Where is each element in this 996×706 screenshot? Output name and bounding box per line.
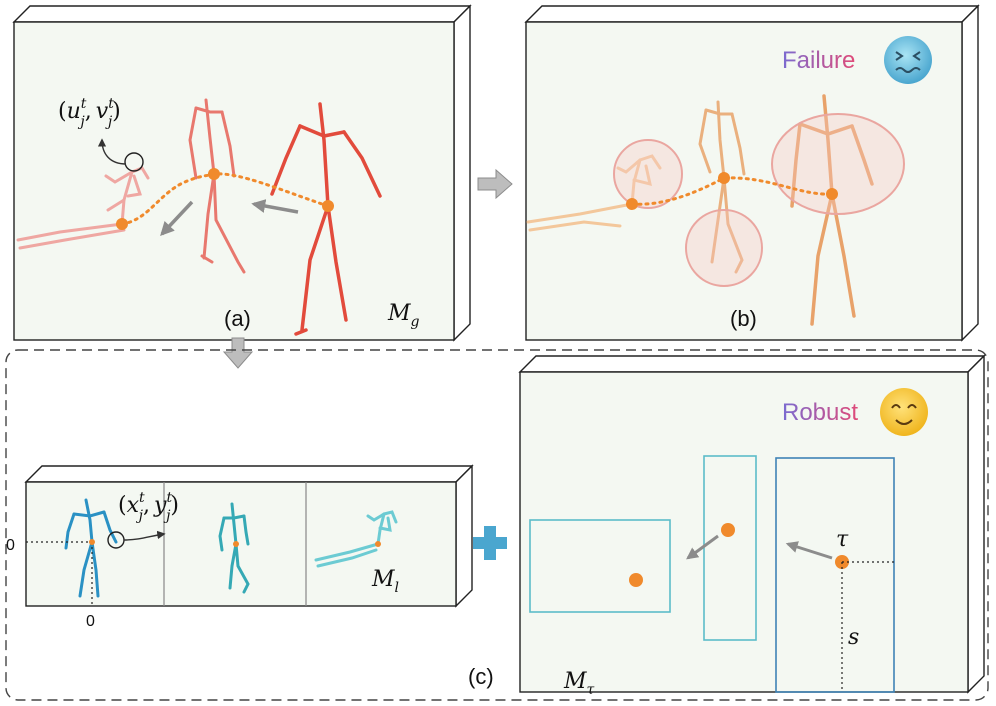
failure-circle-3	[771, 113, 905, 215]
motion-arrow-2	[160, 200, 194, 237]
far-skeleton	[16, 166, 150, 250]
root-dot-b3	[826, 188, 838, 200]
arrow-a-to-c	[222, 337, 254, 369]
sad-face-icon	[884, 36, 932, 84]
root-trajectory-a	[120, 172, 330, 226]
root-dot-b2	[718, 172, 730, 184]
mid-skeleton-fail	[698, 100, 746, 274]
plus-icon	[473, 526, 507, 560]
box-near	[775, 457, 895, 693]
box-far	[529, 519, 671, 613]
root-dot-far	[116, 218, 128, 230]
map-g-label: Mg	[387, 301, 420, 330]
root-dot-b1	[626, 198, 638, 210]
motion-arrow-1	[251, 199, 299, 214]
map-tau-label: Mτ	[563, 669, 595, 698]
happy-face-icon	[880, 388, 928, 436]
failure-circle-1	[613, 139, 683, 209]
mid-skeleton	[188, 98, 246, 274]
origin-left-label: 0	[6, 537, 15, 554]
box-far-dot	[629, 573, 643, 587]
root-dot-near	[322, 200, 334, 212]
box-mid-dot	[721, 523, 735, 537]
failure-label: Failure	[782, 47, 855, 74]
panel-c-frame	[5, 349, 989, 701]
near-skeleton	[270, 102, 382, 336]
s-label: s	[848, 625, 859, 650]
joint-highlight	[124, 152, 144, 172]
origin-bottom-label: 0	[86, 613, 95, 630]
transform-arrow-2	[686, 534, 719, 560]
map-l-label: Ml	[371, 567, 399, 596]
trajectory-map-panel: τ s Mτ Robust	[518, 354, 986, 698]
transform-arrow-1	[785, 541, 833, 560]
failure-circle-2	[685, 209, 763, 287]
panel-b: Failure (b)	[524, 4, 980, 342]
joint-callout-arrow	[97, 138, 127, 165]
root-dot-mid	[208, 168, 220, 180]
robust-label: Robust	[782, 399, 858, 426]
local-skeleton-1	[64, 498, 118, 598]
panel-c-label: (c)	[468, 664, 494, 689]
arrow-a-to-b	[477, 168, 513, 200]
panel-a-label: (a)	[224, 306, 251, 331]
panel-b-label: (b)	[730, 306, 757, 331]
tau-label: τ	[836, 527, 849, 552]
far-skeleton-fail	[526, 154, 662, 232]
joint-callout-arrow-local	[123, 530, 166, 541]
local-skeleton-3	[314, 510, 398, 568]
local-skeleton-2	[218, 502, 250, 594]
